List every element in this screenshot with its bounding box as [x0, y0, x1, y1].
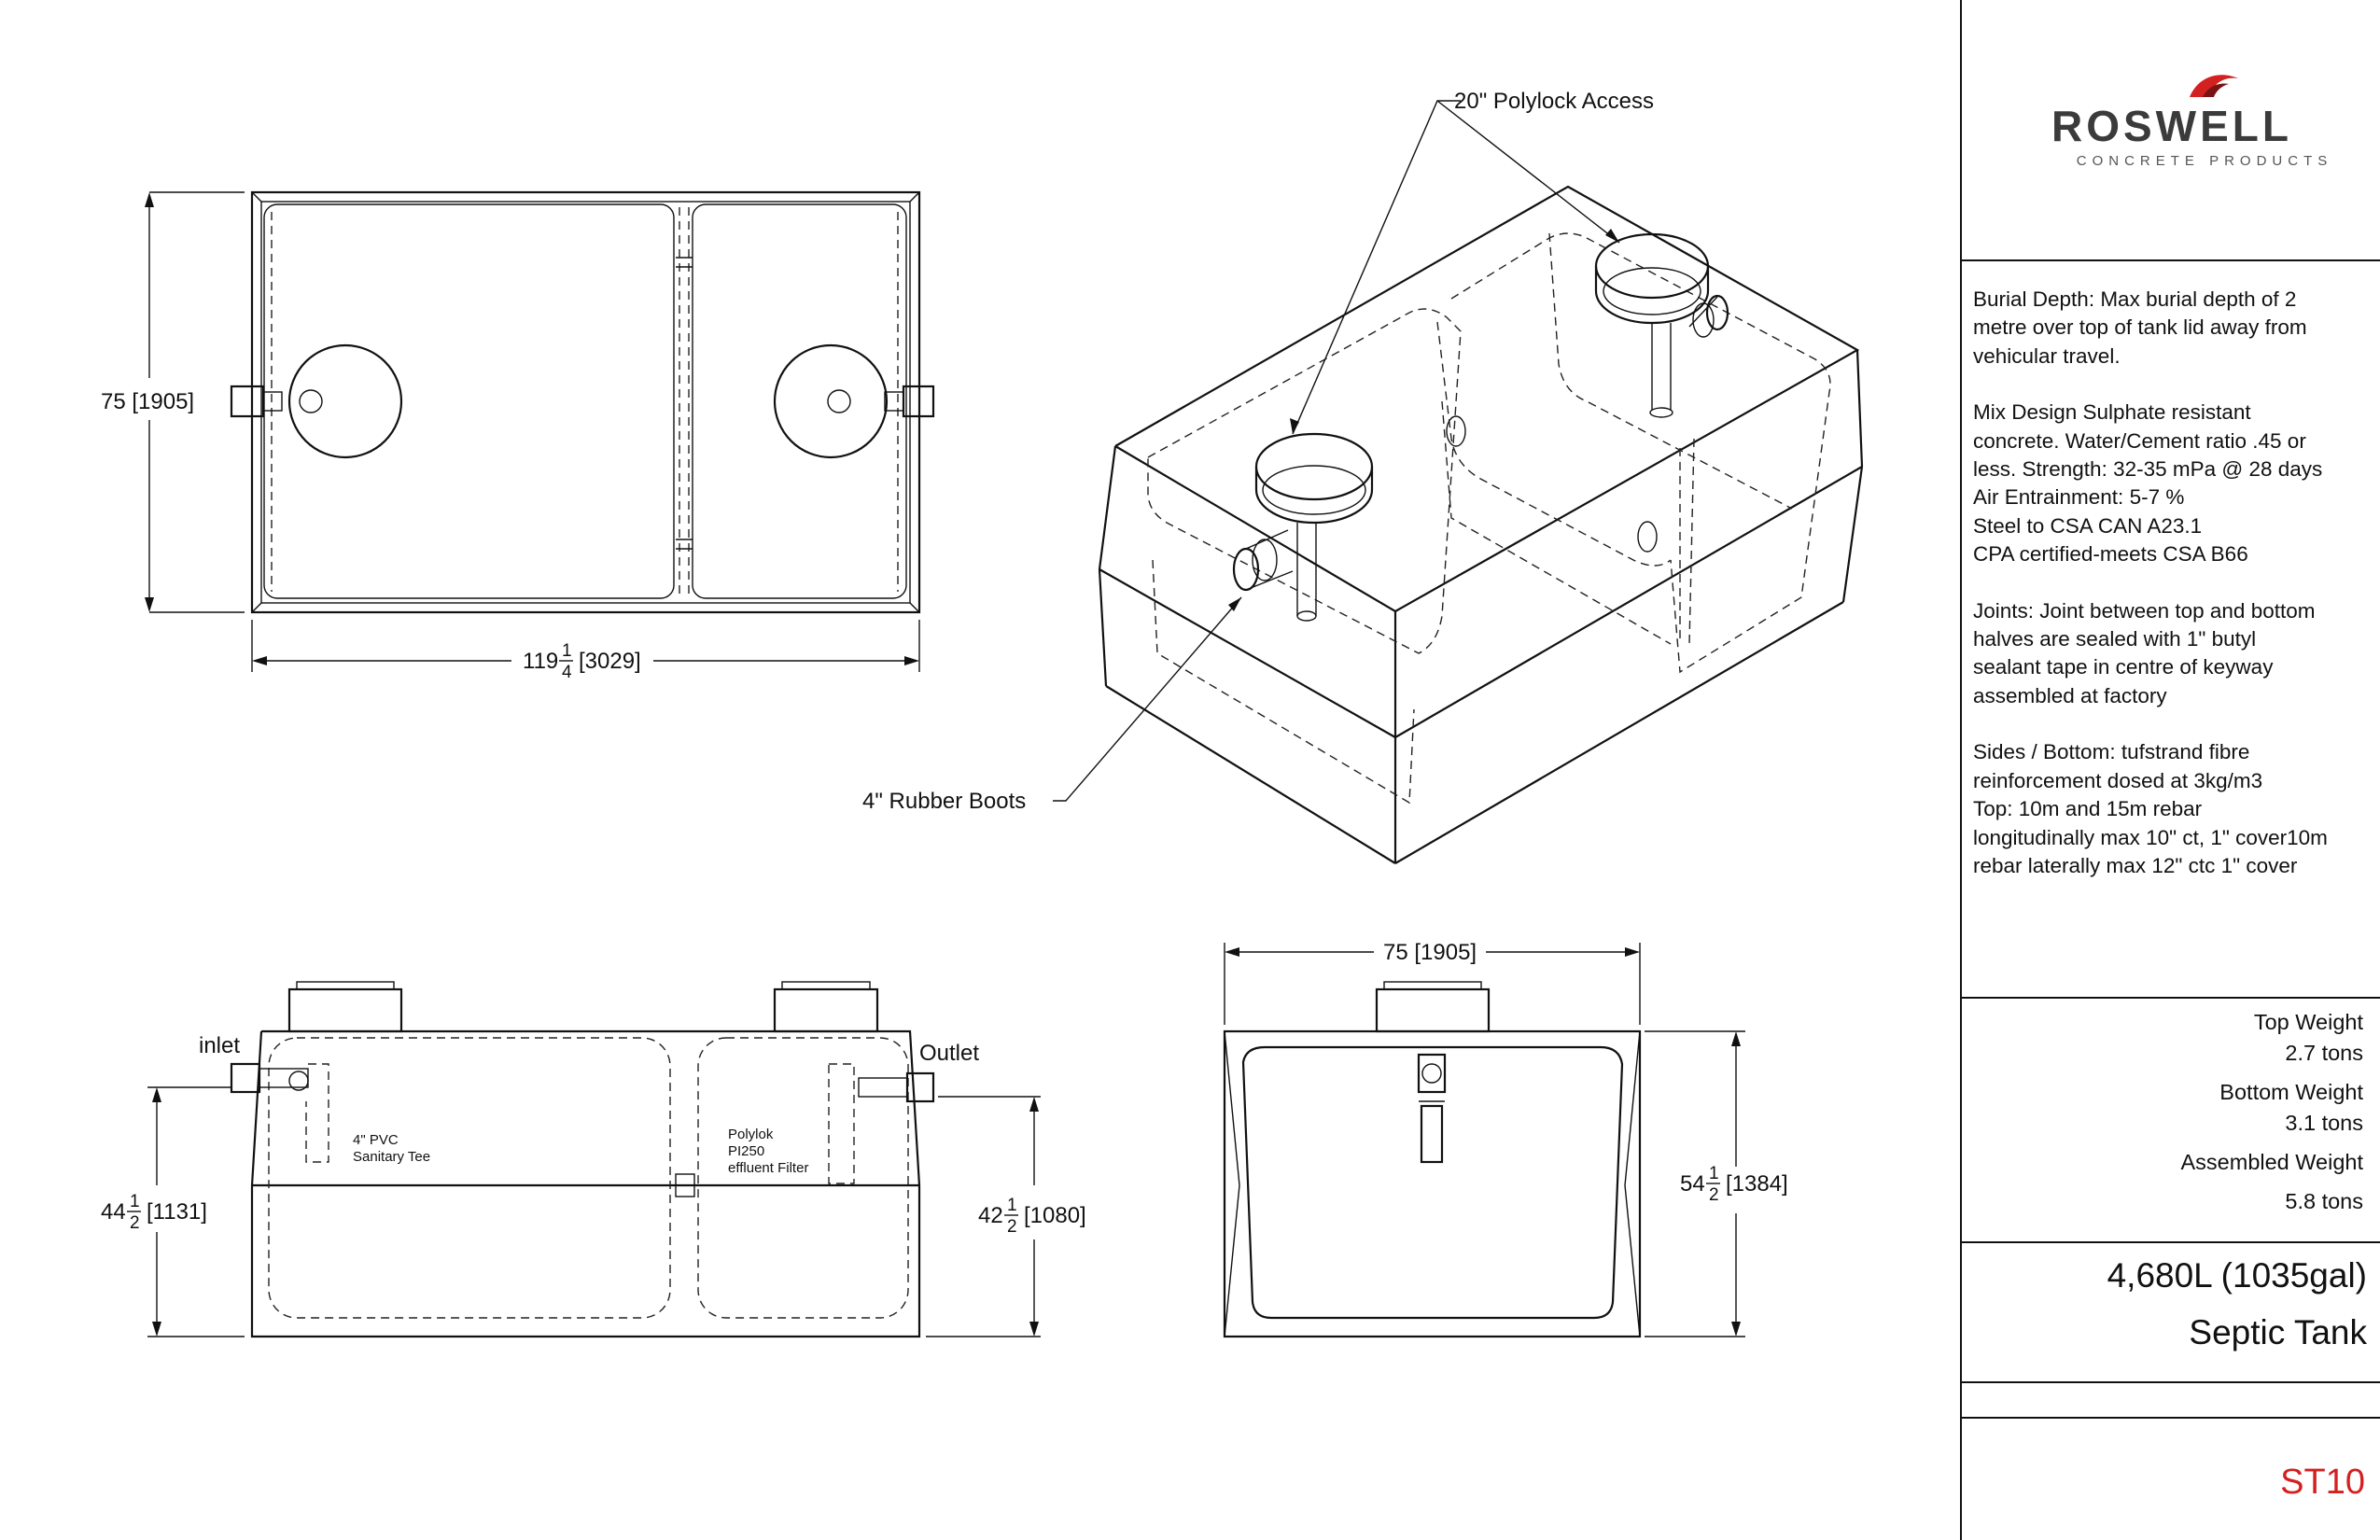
- plan-length-frac-num: 1: [562, 641, 572, 661]
- spec-reinforcement: Sides / Bottom: tufstrand fibre reinforc…: [1973, 740, 2328, 877]
- side-height-metric: [1131]: [147, 1199, 207, 1225]
- filter-label-3: effluent Filter: [728, 1160, 808, 1176]
- top-weight-value: 2.7 tons: [2285, 1041, 2363, 1065]
- side-height-num: 1: [130, 1192, 140, 1211]
- callout-polylock-access: 20" Polylock Access: [1454, 89, 1654, 114]
- plan-length-whole: 119: [523, 649, 558, 674]
- outlet-height-whole: 42: [978, 1203, 1003, 1228]
- callout-rubber-boots: 4" Rubber Boots: [862, 789, 1026, 814]
- side-view: inlet Outlet 4" PVC Sanitary Tee Polylok…: [101, 981, 1086, 1338]
- end-view: 75 [1905] 54 1 2 [1384]: [1223, 940, 1788, 1338]
- drawing-canvas: 75 [1905] 119 1 4 [3029]: [101, 89, 1864, 1338]
- product-name: Septic Tank: [2189, 1313, 2367, 1351]
- outlet-height-metric: [1080]: [1024, 1203, 1086, 1228]
- spec-joints: Joints: Joint between top and bottom hal…: [1973, 598, 2316, 707]
- side-height-den: 2: [130, 1213, 140, 1233]
- spec-mix: Mix Design Sulphate resistant concrete. …: [1973, 400, 2323, 567]
- inlet-label: inlet: [199, 1033, 240, 1058]
- filter-label-1: Polylok: [728, 1127, 774, 1142]
- end-height-num: 1: [1709, 1164, 1719, 1183]
- end-height-metric: [1384]: [1726, 1171, 1788, 1197]
- outlet-height-num: 1: [1007, 1196, 1017, 1215]
- end-width-dim: 75 [1905]: [1383, 940, 1477, 965]
- assembled-weight-value: 5.8 tons: [2285, 1189, 2363, 1213]
- tee-label-1: 4" PVC: [353, 1132, 399, 1148]
- side-height-whole: 44: [101, 1199, 126, 1225]
- brand-name: ROSWELL: [2051, 102, 2292, 150]
- plan-length-metric: [3029]: [579, 649, 641, 674]
- filter-label-2: PI250: [728, 1143, 764, 1159]
- assembled-weight-label: Assembled Weight: [2180, 1150, 2364, 1174]
- outlet-label: Outlet: [919, 1041, 979, 1066]
- outlet-height-den: 2: [1007, 1217, 1017, 1237]
- tank-capacity: 4,680L (1035gal): [2107, 1256, 2367, 1295]
- flame-icon: [2190, 75, 2238, 97]
- tee-label-2: Sanitary Tee: [353, 1149, 430, 1165]
- brand-logo: ROSWELL CONCRETE PRODUCTS: [1962, 56, 2380, 169]
- top-weight-label: Top Weight: [2253, 1010, 2363, 1034]
- end-height-den: 2: [1709, 1185, 1719, 1205]
- isometric-view: 20" Polylock Access 4" Rubber Boots: [862, 89, 1864, 864]
- brand-subtitle: CONCRETE PRODUCTS: [2076, 153, 2333, 169]
- plan-width-dim: 75 [1905]: [101, 389, 194, 414]
- plan-length-frac-den: 4: [562, 663, 572, 682]
- bottom-weight-value: 3.1 tons: [2285, 1111, 2363, 1135]
- drawing-code: ST10: [2280, 1463, 2365, 1502]
- spec-notes: Burial Depth: Max burial depth of 2 metr…: [1973, 286, 2376, 908]
- title-block: ROSWELL CONCRETE PRODUCTS Burial Depth: …: [1960, 0, 2380, 1540]
- plan-view: 75 [1905] 119 1 4 [3029]: [101, 190, 935, 682]
- bottom-weight-label: Bottom Weight: [2219, 1080, 2363, 1104]
- spec-burial: Burial Depth: Max burial depth of 2 metr…: [1973, 287, 2307, 368]
- end-height-whole: 54: [1680, 1171, 1705, 1197]
